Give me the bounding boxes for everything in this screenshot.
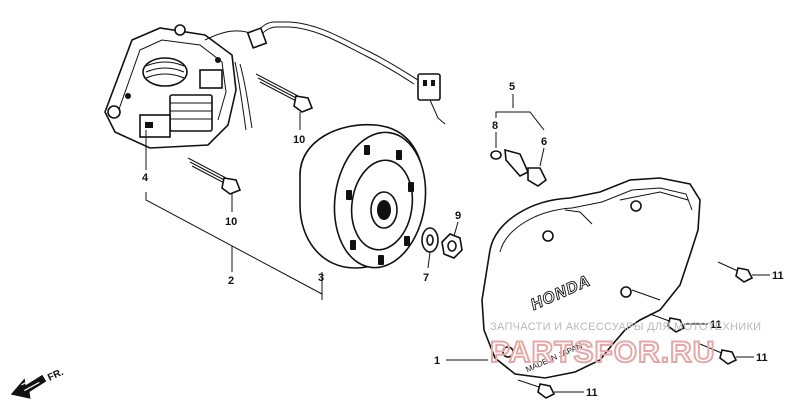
crankcase-cover: HONDA MADE IN JAPAN	[481, 177, 701, 379]
watermark: ЗАПЧАСТИ И АКСЕССУАРЫ ДЛЯ МОТОТЕХНИКИ PA…	[489, 321, 761, 370]
front-direction-marker: FR.	[10, 367, 66, 399]
bolt-11-right-upper	[717, 261, 754, 283]
direction-label: FR.	[46, 367, 65, 384]
bolt-11-center	[649, 313, 686, 333]
bolt-10-lower	[187, 157, 242, 195]
arrow-left-icon	[10, 374, 47, 399]
wire-harness	[204, 21, 446, 131]
callout-7: 7	[423, 272, 429, 284]
washer-7	[421, 227, 439, 253]
watermark-brand: PARTSFOR.RU	[490, 336, 715, 369]
callout-8: 8	[492, 120, 498, 132]
callout-2: 2	[228, 275, 234, 287]
stator-coil	[142, 57, 188, 87]
callout-11-right-upper: 11	[772, 270, 784, 282]
callout-10-upper: 10	[293, 134, 305, 146]
watermark-caption: ЗАПЧАСТИ И АКСЕССУАРЫ ДЛЯ МОТОТЕХНИКИ	[490, 321, 761, 333]
flywheel-rotor	[299, 123, 427, 269]
callout-11-right-lower: 11	[756, 352, 768, 364]
callout-10-lower: 10	[225, 216, 237, 228]
callout-1: 1	[434, 355, 440, 367]
bolt-11-right-lower	[699, 343, 738, 365]
bolt-assembly-5	[490, 148, 548, 187]
bolt-11-bottom	[517, 379, 556, 399]
stator-assembly	[104, 24, 237, 149]
callout-11-bottom: 11	[586, 387, 598, 399]
callout-3: 3	[318, 272, 324, 284]
bolt-10-upper	[255, 73, 314, 113]
callout-5: 5	[509, 81, 515, 93]
callout-numbers: 1 2 3 4 5 6 7 8 9 10 10 11 11 11 11	[142, 81, 784, 399]
nut-9	[441, 233, 463, 259]
leader-lines	[145, 94, 770, 393]
callout-4: 4	[142, 172, 149, 184]
callout-9: 9	[455, 210, 461, 222]
callout-6: 6	[541, 136, 547, 148]
callout-11-center: 11	[710, 319, 722, 331]
